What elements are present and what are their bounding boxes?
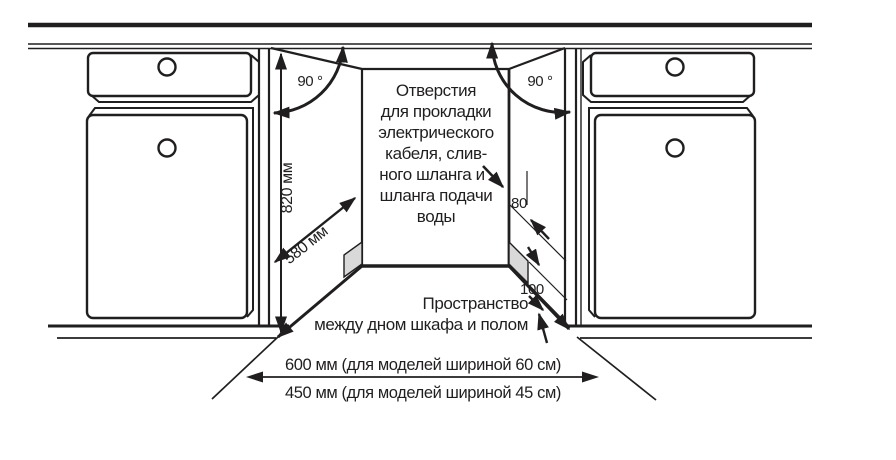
center-note-line-4: кабеля, слив- (385, 144, 487, 163)
hole-dimension-label-100: 100 (520, 281, 544, 298)
left-cabinet-door (85, 113, 249, 320)
depth-dimension-arrow (273, 197, 357, 263)
width-dimension-arrowhead-left (246, 371, 263, 383)
width-dimension-arrowhead-right (582, 371, 599, 383)
floor-space-label-line-2: между дном шкафа и полом (314, 315, 528, 334)
angle-label-right: 90 ° (527, 73, 553, 90)
left-cabinet-door-bevel (88, 107, 254, 318)
right-drawer-knob (665, 57, 685, 77)
hose-hole-right (508, 240, 529, 285)
width-extension-line-right (576, 336, 657, 401)
center-note-pointer-arrow (482, 165, 505, 189)
hole-dimension-arrow-100-lower (527, 294, 545, 312)
width-label-60cm: 600 мм (для моделей шириной 60 см) (285, 356, 561, 374)
niche-ceiling-edge-right (508, 46, 566, 71)
center-note-line-1: Отверстия (396, 81, 476, 100)
right-cabinet-drawer (589, 51, 756, 98)
floor-space-pointer-arrow (537, 312, 549, 344)
right-door-knob (665, 138, 685, 158)
hole-extension-line-mid (528, 261, 568, 301)
right-cabinet-drawer-bevel (582, 54, 752, 103)
height-dimension-label: 820 мм (279, 163, 296, 214)
depth-dimension-label: 580 мм (281, 223, 331, 268)
center-note-line-3: электрического (378, 123, 494, 142)
center-note-line-2: для прокладки (381, 102, 492, 121)
center-note-line-5: ного шланга и (379, 165, 485, 184)
floor-space-label-line-1: Пространство (423, 294, 529, 313)
left-door-knob (157, 138, 177, 158)
right-cabinet-door-bevel (588, 107, 754, 318)
width-label-45cm: 450 мм (для моделей шириной 45 см) (285, 384, 561, 402)
niche-floor-left-edge-arrow (276, 264, 363, 339)
center-note-line-6: шланга подачи (380, 186, 493, 205)
left-cabinet-drawer (86, 51, 253, 98)
right-cabinet-door (593, 113, 757, 320)
hole-dimension-arrow-80 (529, 218, 550, 240)
hole-dimension-arrow-100-upper (525, 246, 541, 267)
center-note-line-7: воды (417, 207, 456, 226)
angle-label-left: 90 ° (297, 73, 323, 90)
width-extension-line-left (211, 335, 280, 400)
hole-extension-line-bottom (528, 284, 571, 328)
hole-dimension-label-80: 80 (511, 195, 527, 212)
door-swing-arc-right (486, 41, 572, 120)
niche-ceiling-edge-left (270, 46, 363, 71)
left-cabinet-drawer-bevel (90, 54, 260, 103)
left-drawer-knob (157, 57, 177, 77)
